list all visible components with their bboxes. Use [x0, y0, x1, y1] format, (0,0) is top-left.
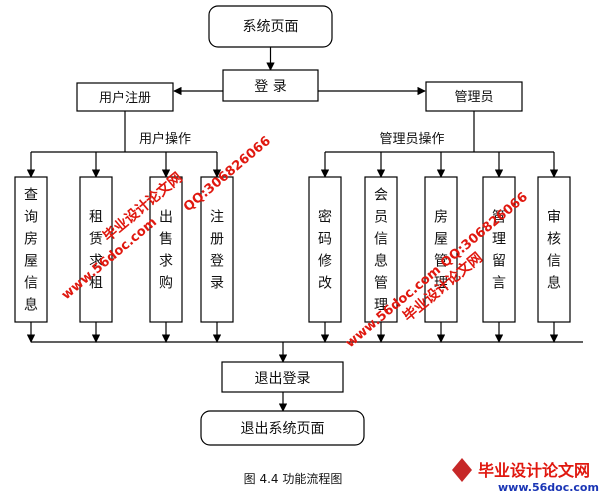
admin-func-box-0 — [308, 176, 342, 323]
admin-func-label-3: 管理留言 — [492, 210, 506, 292]
logo-emblem-icon — [452, 458, 472, 482]
user-register-label: 用户注册 — [99, 90, 151, 106]
user-func-label-1: 租赁求租 — [89, 210, 103, 292]
admin-func-box-4 — [537, 176, 571, 323]
admin-func-label-1: 会员信息管理 — [374, 188, 388, 314]
logo-brand-text: 毕业设计论文网 — [478, 461, 590, 480]
system-page-label: 系统页面 — [243, 19, 299, 35]
exit-system-label: 退出系统页面 — [241, 421, 325, 437]
user-func-label-0: 查询房屋信息 — [24, 188, 38, 314]
admin-functions-group: 密码修改 会员信息管理 房屋管理 管理留言 审核信息 — [308, 152, 571, 343]
logout-label: 退出登录 — [255, 371, 311, 387]
user-func-box-1 — [79, 176, 113, 323]
login-label: 登 录 — [254, 79, 286, 95]
exit-system-box — [200, 410, 365, 446]
user-func-label-2: 出售求购 — [159, 210, 173, 292]
user-func-box-0 — [14, 176, 48, 323]
admin-func-box-1 — [364, 176, 398, 323]
admin-label: 管理员 — [454, 90, 493, 105]
figure-caption: 图 4.4 功能流程图 — [244, 471, 343, 486]
admin-func-label-2: 房屋管理 — [434, 210, 448, 292]
logout-box — [221, 361, 344, 393]
user-functions-group: 查询房屋信息 租赁求租 出售求购 注册登录 — [14, 152, 234, 343]
admin-func-label-4: 审核信息 — [547, 210, 561, 292]
admin-box — [425, 81, 523, 112]
login-box — [222, 69, 319, 102]
site-logo: 毕业设计论文网 www.56doc.com — [452, 458, 599, 494]
admin-ops-label: 管理员操作 — [379, 131, 444, 147]
user-func-label-3: 注册登录 — [210, 210, 224, 292]
logo-url-text: www.56doc.com — [498, 481, 599, 494]
user-ops-label: 用户操作 — [139, 131, 191, 147]
admin-func-box-3 — [482, 176, 516, 323]
admin-func-label-0: 密码修改 — [318, 209, 332, 292]
user-func-box-3 — [200, 176, 234, 323]
